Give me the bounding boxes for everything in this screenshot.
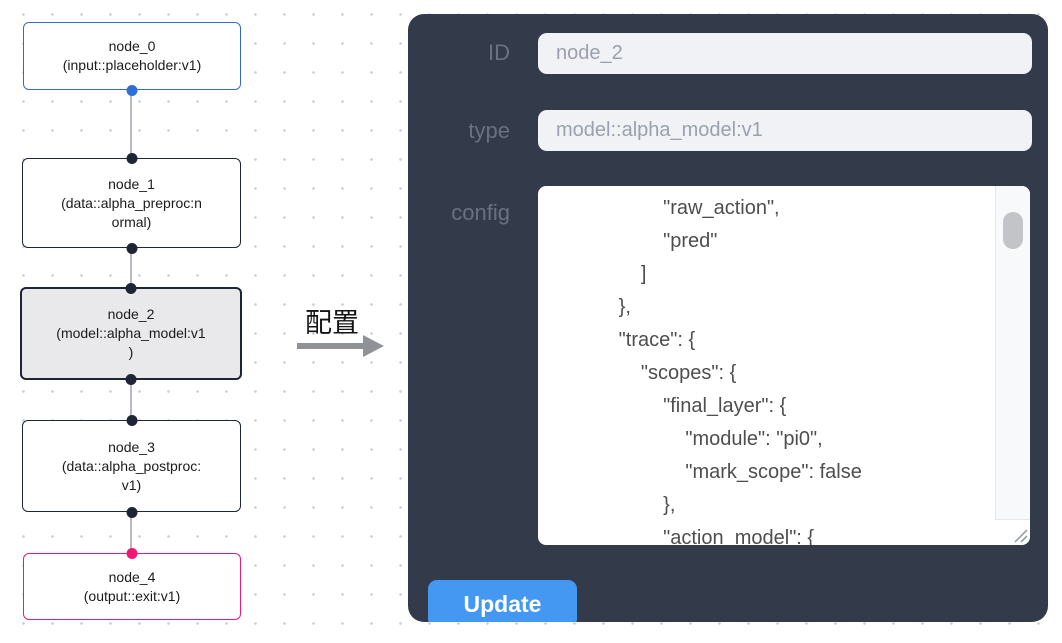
node-title: node_2 — [107, 306, 155, 322]
flow-node-node_0[interactable]: node_0 (input::placeholder:v1) — [23, 22, 241, 96]
edge-node_2-node_3 — [130, 380, 132, 420]
flow-node-node_4[interactable]: node_4 (output::exit:v1) — [23, 547, 241, 620]
node-subtitle: ormal) — [111, 213, 152, 230]
node-config-panel: ID type config "raw_action", "pred" ] },… — [408, 14, 1048, 622]
edge-node_0-node_1 — [130, 90, 132, 158]
node-source-handle[interactable] — [126, 84, 138, 96]
config-scrollbar-thumb[interactable] — [1003, 212, 1023, 249]
type-input[interactable] — [538, 110, 1032, 151]
node-target-handle[interactable] — [126, 152, 137, 164]
config-editor: "raw_action", "pred" ] }, "trace": { "sc… — [538, 186, 1030, 545]
edge-node_3-node_4 — [130, 512, 132, 553]
node-subtitle: v1) — [121, 476, 142, 493]
node-target-handle[interactable] — [126, 414, 137, 426]
node-source-handle[interactable] — [125, 373, 137, 385]
node-title: node_3 — [108, 438, 155, 455]
type-field-label: type — [468, 118, 510, 143]
node-subtitle: ) — [128, 344, 134, 360]
node-target-handle[interactable] — [125, 282, 137, 294]
transition-label: 配置 — [305, 308, 359, 338]
config-scrollbar-track — [995, 186, 1030, 520]
node-source-handle[interactable] — [126, 242, 137, 254]
resize-grip-icon[interactable] — [1009, 524, 1029, 544]
node-source-handle[interactable] — [126, 506, 137, 518]
node-subtitle: (input::placeholder:v1) — [62, 57, 202, 73]
id-input[interactable] — [538, 33, 1032, 74]
config-field-label: config — [451, 200, 510, 225]
update-button[interactable]: Update — [428, 580, 577, 622]
node-subtitle: (data::alpha_preproc:n — [61, 194, 202, 211]
flow-node-node_3[interactable]: node_3 (data::alpha_postproc: v1) — [22, 414, 241, 518]
node-title: node_4 — [108, 568, 156, 585]
node-subtitle: (output::exit:v1) — [83, 587, 181, 604]
config-textarea[interactable]: "raw_action", "pred" ] }, "trace": { "sc… — [538, 186, 1030, 545]
flow-node-node_2-selected[interactable]: node_2 (model::alpha_model:v1 ) — [20, 282, 242, 385]
node-target-handle[interactable] — [126, 547, 138, 559]
node-subtitle: (model::alpha_model:v1 — [56, 325, 206, 341]
right-arrow-head-icon — [363, 335, 384, 357]
right-arrow-icon — [297, 343, 363, 349]
node-title: node_0 — [108, 38, 156, 54]
edge-node_1-node_2 — [130, 248, 132, 287]
node-subtitle: (data::alpha_postproc: — [61, 457, 202, 474]
id-field-label: ID — [488, 40, 510, 65]
node-title: node_1 — [108, 175, 155, 192]
flow-node-node_1[interactable]: node_1 (data::alpha_preproc:n ormal) — [22, 152, 241, 254]
